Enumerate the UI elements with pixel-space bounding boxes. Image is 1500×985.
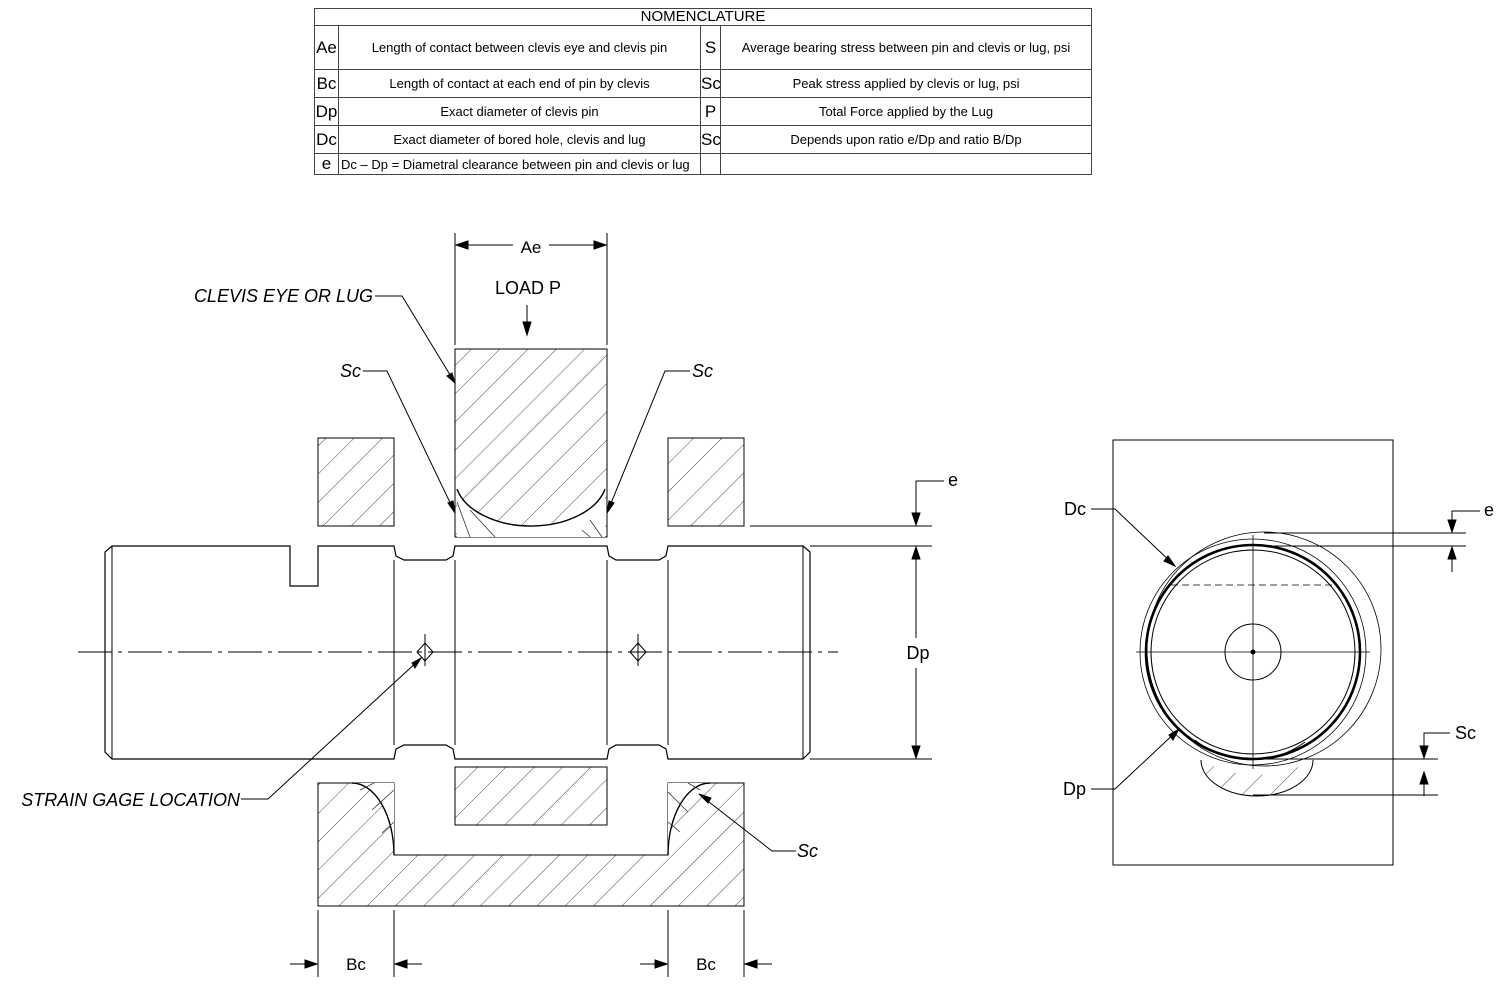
strain-gage-marker-left (416, 634, 434, 666)
table-row: Dp Exact diameter of clevis pin P Total … (314, 97, 1093, 126)
e-dimension-left-view (750, 480, 944, 760)
clevis-pin (104, 545, 811, 760)
bc-dimension-right (640, 910, 772, 977)
bc-label-left: Bc (346, 955, 366, 974)
sc-label-bottom: Sc (797, 841, 818, 861)
e-label-left-view: e (948, 470, 958, 490)
description-cell: Dc – Dp = Diametral clearance between pi… (338, 153, 701, 175)
table-row: e Dc – Dp = Diametral clearance between … (314, 153, 1093, 175)
description-cell (719, 153, 1093, 175)
ae-label: Ae (521, 238, 542, 257)
e-dimension-right-view (1264, 510, 1480, 572)
table-row: Bc Length of contact at each end of pin … (314, 69, 1093, 98)
nomenclature-table: NOMENCLATURE Ae Length of contact betwee… (313, 8, 1093, 175)
sc-label-end-view: Sc (1455, 723, 1476, 743)
clevis-eye-leader (375, 295, 456, 385)
strain-gage-label: STRAIN GAGE LOCATION (21, 790, 241, 810)
sc-label-left: Sc (340, 361, 361, 381)
clevis-eye-section (454, 348, 608, 538)
description-cell: Peak stress applied by clevis or lug, ps… (719, 69, 1093, 98)
ae-dimension (454, 233, 608, 345)
end-view-lower-hatch (1200, 759, 1314, 797)
description-cell: Length of contact at each end of pin by … (338, 69, 701, 98)
bc-dimension-left (290, 910, 422, 977)
lower-center-block (454, 766, 608, 826)
sc-leader-bottom (698, 793, 796, 852)
dp-label-left-view: Dp (906, 643, 929, 663)
bc-label-right: Bc (696, 955, 716, 974)
dp-dimension-left-view (911, 545, 921, 760)
upper-right-clevis-block (667, 437, 745, 527)
description-cell: Exact diameter of clevis pin (338, 97, 701, 126)
dc-label: Dc (1064, 499, 1086, 519)
upper-left-clevis-block (317, 437, 395, 527)
dp-leader-end-view (1091, 727, 1181, 790)
sc-leader-right (606, 370, 690, 514)
load-arrow (522, 305, 532, 337)
symbol-cell: Dc (314, 125, 339, 154)
end-view (1112, 439, 1394, 866)
e-label-right-view: e (1484, 500, 1494, 520)
lower-clevis-section (317, 782, 745, 907)
symbol-cell: Sc (700, 125, 721, 154)
dc-leader (1091, 508, 1177, 568)
sc-leader-left (363, 370, 456, 514)
table-row: Ae Length of contact between clevis eye … (314, 25, 1093, 70)
load-label: LOAD P (495, 278, 561, 298)
strain-gage-leader (241, 656, 423, 800)
dp-label-end-view: Dp (1063, 779, 1086, 799)
sc-dimension-right-view (1253, 732, 1450, 796)
strain-gage-marker-right (629, 634, 647, 666)
description-cell: Average bearing stress between pin and c… (719, 25, 1093, 70)
clevis-eye-label: CLEVIS EYE OR LUG (194, 286, 373, 306)
sc-label-right: Sc (692, 361, 713, 381)
